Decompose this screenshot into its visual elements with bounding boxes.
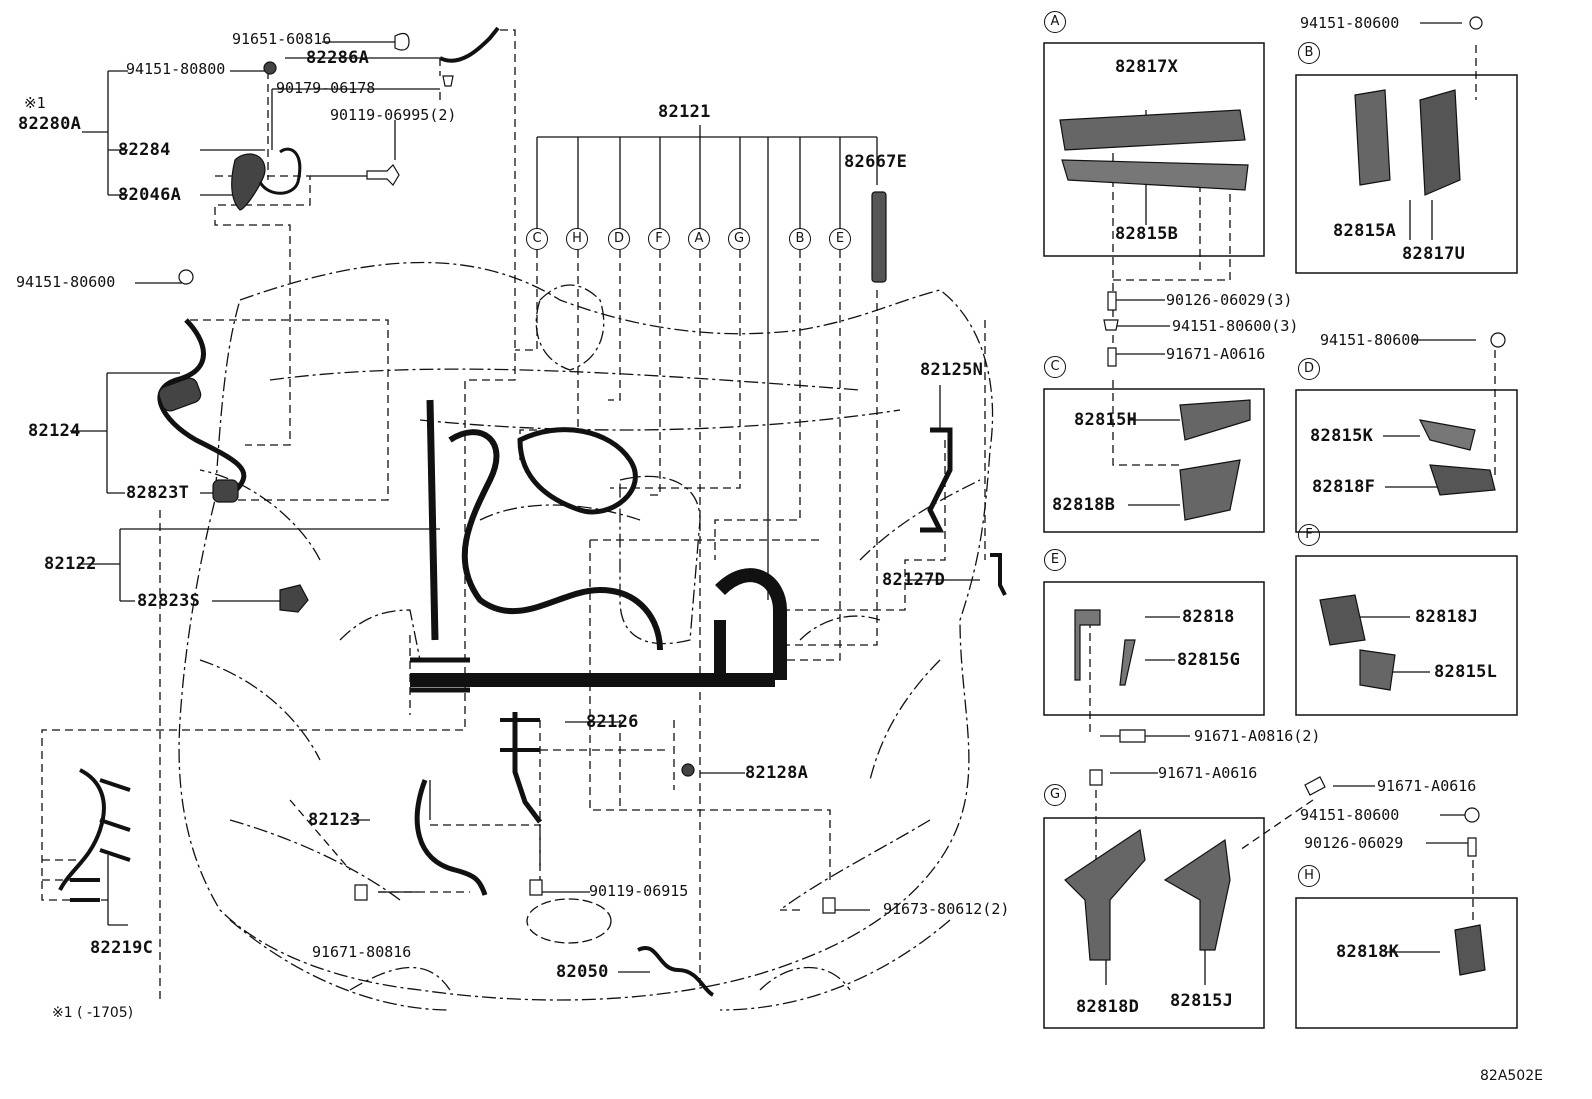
part-label: 82815H: [1074, 410, 1138, 430]
part-label: 82823T: [126, 483, 190, 503]
box-letter-b: B: [1298, 42, 1320, 64]
part-label: 82284: [118, 140, 171, 160]
part-label: 82815G: [1177, 650, 1241, 670]
part-label: 94151-80800: [126, 60, 226, 78]
part-label: 91671-A0616: [1158, 764, 1258, 782]
callout-d: D: [608, 228, 630, 250]
part-label: 82123: [308, 810, 361, 830]
part-label: 82046A: [118, 185, 182, 205]
part-label: 94151-80600: [1320, 331, 1420, 349]
part-label: 82050: [556, 962, 609, 982]
callout-f: F: [648, 228, 670, 250]
part-label: 82667E: [844, 152, 908, 172]
part-label: 91671-A0816(2): [1194, 727, 1321, 745]
part-label: 82128A: [745, 763, 809, 783]
part-label: 94151-80600: [16, 273, 116, 291]
part-label: 91671-A0616: [1166, 345, 1266, 363]
part-label: 82823S: [137, 591, 201, 611]
box-letter-a: A: [1044, 11, 1066, 33]
part-label: 94151-80600(3): [1172, 317, 1299, 335]
callout-e: E: [829, 228, 851, 250]
part-label: 82815A: [1333, 221, 1397, 241]
callout-a: A: [688, 228, 710, 250]
callout-b: B: [789, 228, 811, 250]
part-label: 82124: [28, 421, 81, 441]
part-label: 90179-06178: [276, 79, 376, 97]
box-letter-h: H: [1298, 865, 1320, 887]
callout-g: G: [728, 228, 750, 250]
part-label: 82818K: [1336, 942, 1400, 962]
emblem-outline: [526, 898, 612, 944]
part-label: 82818F: [1312, 477, 1376, 497]
footnote: ※1 ( -1705): [52, 1005, 134, 1021]
part-label: 82286A: [306, 48, 370, 68]
callout-c: C: [526, 228, 548, 250]
part-label: 82127D: [882, 570, 946, 590]
part-label: 90119-06995(2): [330, 106, 457, 124]
part-label: 82818D: [1076, 997, 1140, 1017]
box-letter-c: C: [1044, 356, 1066, 378]
note-marker: ※1: [24, 94, 46, 112]
leader-lines: [70, 22, 1476, 985]
part-label: 82126: [586, 712, 639, 732]
part-label: 91651-60816: [232, 30, 332, 48]
part-label: 82121: [658, 102, 711, 122]
part-label: 94151-80600: [1300, 14, 1400, 32]
part-label: 82125N: [920, 360, 984, 380]
part-label: 82219C: [90, 938, 154, 958]
box-letter-f: F: [1298, 524, 1320, 546]
part-label: 82280A: [18, 114, 82, 134]
part-label: 82815L: [1434, 662, 1498, 682]
vehicle-body-outline: [178, 261, 994, 1011]
box-letter-d: D: [1298, 358, 1320, 380]
part-label: 82818J: [1415, 607, 1479, 627]
part-label: 91673-80612(2): [883, 900, 1010, 918]
part-label: 94151-80600: [1300, 806, 1400, 824]
box-letter-g: G: [1044, 784, 1066, 806]
part-label: 82815B: [1115, 224, 1179, 244]
part-label: 82818: [1182, 607, 1235, 627]
part-label: 82817X: [1115, 57, 1179, 77]
part-label: 90126-06029(3): [1166, 291, 1293, 309]
part-label: 82817U: [1402, 244, 1466, 264]
detail-boxes: [1043, 42, 1518, 1029]
part-label: 82815K: [1310, 426, 1374, 446]
part-label: 82122: [44, 554, 97, 574]
diagram-code: 82A502E: [1480, 1068, 1543, 1084]
part-shapes: [58, 16, 1506, 997]
part-label: 91671-80816: [312, 943, 412, 961]
part-label: 82815J: [1170, 991, 1234, 1011]
box-letter-e: E: [1044, 549, 1066, 571]
part-label: 90126-06029: [1304, 834, 1404, 852]
part-label: 91671-A0616: [1377, 777, 1477, 795]
part-label: 90119-06915: [589, 882, 689, 900]
callout-h: H: [566, 228, 588, 250]
part-label: 82818B: [1052, 495, 1116, 515]
